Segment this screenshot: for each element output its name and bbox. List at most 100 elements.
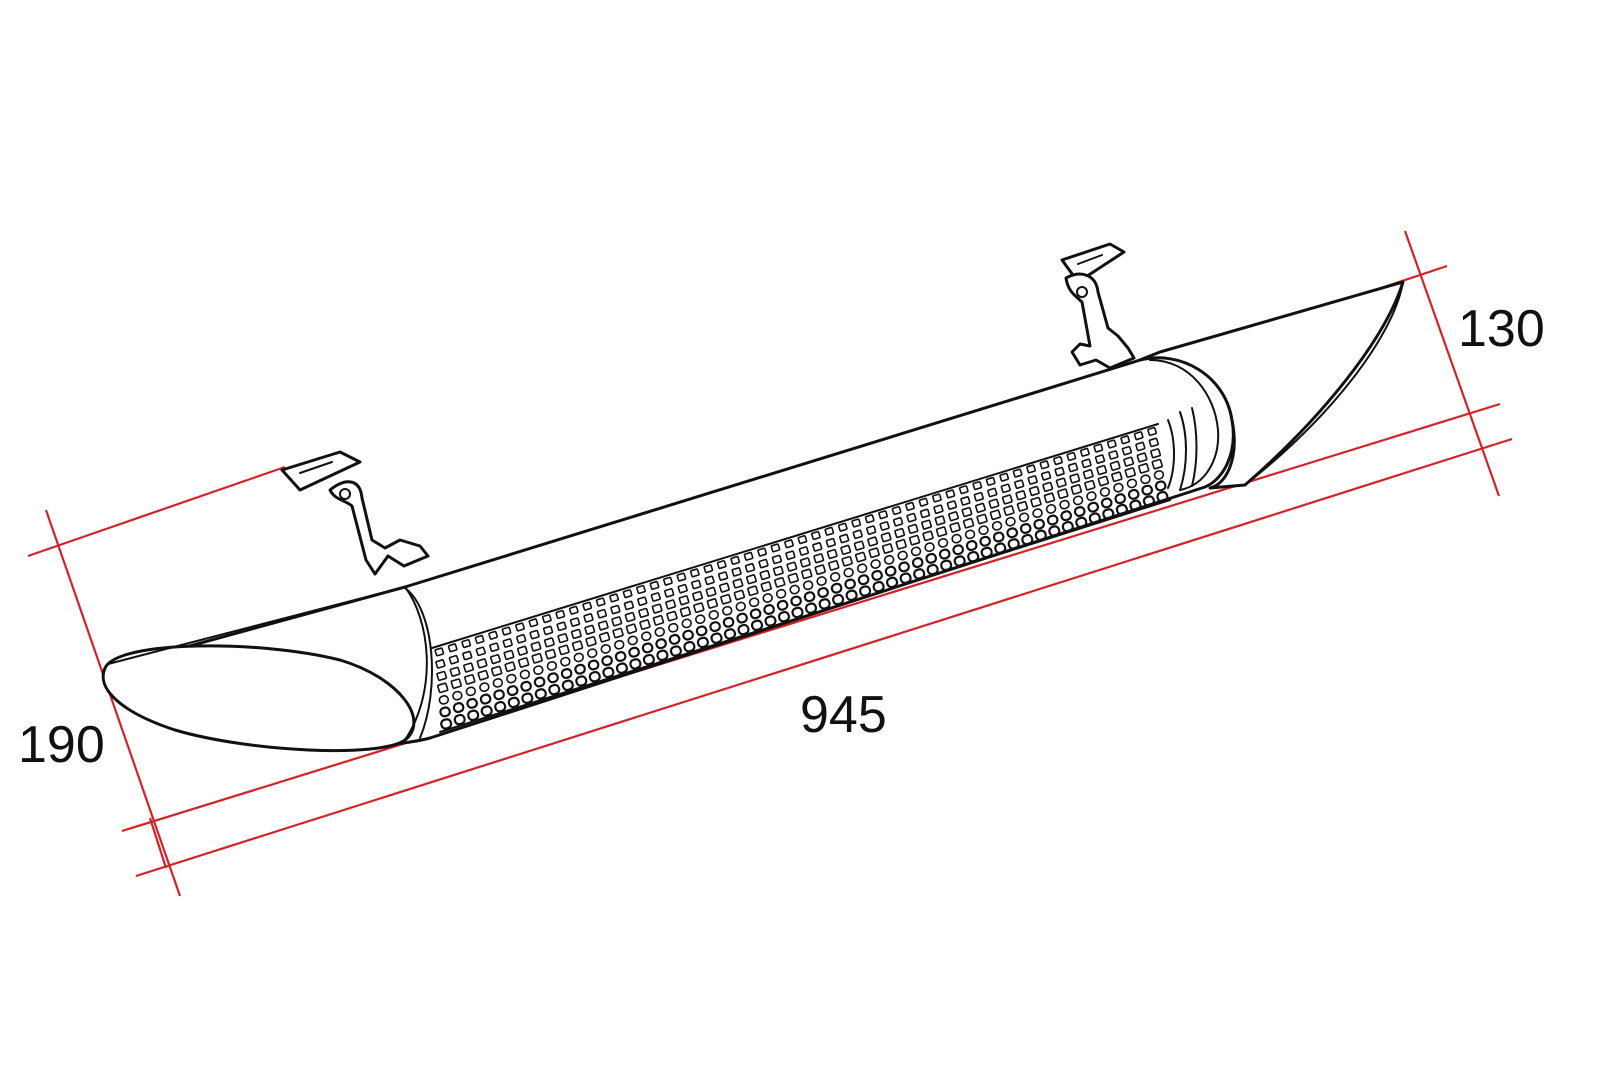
mesh-cell — [1150, 448, 1162, 459]
mesh-cell — [866, 525, 877, 535]
mesh-cell — [910, 546, 922, 557]
mesh-cell — [573, 652, 584, 663]
mesh-cell — [881, 543, 894, 554]
mesh-cell — [853, 540, 865, 551]
mesh-cell — [528, 618, 539, 628]
mesh-cell — [813, 553, 825, 564]
mesh-cell — [921, 519, 932, 530]
mesh-cell — [926, 563, 939, 576]
bracket-right — [1060, 242, 1136, 370]
mesh-cell — [868, 547, 880, 559]
mesh-cell — [1060, 510, 1073, 522]
mesh-cell — [962, 517, 975, 529]
mesh-cell — [925, 552, 938, 564]
mesh-cell — [964, 529, 976, 540]
mesh-cell — [569, 617, 581, 627]
mesh-cell — [547, 672, 559, 684]
right-element-coils — [1167, 407, 1198, 491]
length-left-extension — [148, 817, 168, 869]
mesh-cell — [600, 644, 611, 654]
mesh-cell — [641, 642, 654, 654]
mesh-cell — [639, 619, 651, 630]
mesh-cell — [1100, 497, 1113, 509]
mesh-cell — [906, 512, 917, 523]
mesh-cell — [940, 559, 953, 572]
mesh-cell — [1120, 435, 1131, 445]
mesh-cell — [546, 661, 558, 671]
mesh-cell — [774, 576, 786, 588]
bracket-right-arm — [1064, 272, 1136, 370]
mesh-cell — [872, 580, 885, 593]
mesh-cell — [490, 654, 501, 665]
mesh-cell — [1012, 468, 1023, 478]
mesh-cell — [447, 643, 458, 653]
length-label: 945 — [800, 686, 887, 744]
mesh-cell — [960, 496, 971, 506]
mesh-cell — [1114, 493, 1127, 505]
mesh-cell — [1015, 490, 1027, 501]
mesh-cell — [883, 554, 895, 565]
mesh-cell — [812, 542, 823, 552]
mesh-cell — [973, 491, 984, 502]
mesh-cell — [587, 659, 600, 671]
mesh-cell — [749, 608, 762, 620]
mesh-cell — [1048, 525, 1061, 537]
mesh-cell — [517, 657, 530, 668]
mesh-cell — [879, 521, 890, 531]
mesh-cell — [730, 555, 741, 565]
mesh-cell — [1003, 505, 1015, 516]
mesh-cell — [652, 614, 665, 626]
mesh-cell — [948, 511, 959, 522]
mesh-cell — [799, 557, 811, 568]
mesh-cell — [488, 630, 499, 640]
mesh-cell — [519, 669, 531, 680]
mesh-cell — [449, 666, 461, 677]
mesh-cell — [710, 632, 723, 644]
mesh-cell — [614, 650, 627, 662]
mesh-cell — [692, 590, 703, 602]
mesh-cell — [517, 645, 528, 656]
mesh-cell — [949, 522, 961, 533]
mesh-cell — [938, 548, 951, 560]
mesh-cell — [506, 685, 519, 697]
mesh-cell — [464, 674, 476, 685]
mesh-cell — [440, 718, 453, 730]
mesh-cell — [745, 574, 757, 585]
mesh-cell — [560, 668, 573, 679]
mesh-cell — [1069, 473, 1081, 484]
mesh-cell — [689, 568, 700, 578]
mesh-cell — [801, 568, 813, 580]
mesh-cell — [637, 596, 648, 607]
mesh-cell — [1053, 456, 1063, 466]
mesh-cell — [840, 544, 852, 555]
mesh-cell — [1094, 454, 1106, 464]
mesh-cell — [832, 593, 845, 606]
mesh-cell — [624, 611, 636, 623]
mesh-cell — [978, 525, 989, 536]
mesh-cell — [543, 637, 555, 648]
mesh-cell — [718, 582, 730, 593]
mesh-cell — [918, 497, 929, 507]
mesh-cell — [1115, 503, 1128, 516]
mesh-cell — [696, 636, 709, 649]
mesh-cell — [965, 540, 978, 552]
mesh-cell — [1043, 492, 1056, 504]
mesh-cell — [595, 597, 606, 607]
mesh-cell — [1026, 464, 1037, 474]
mesh-cell — [669, 645, 682, 657]
mesh-cell — [493, 689, 505, 701]
mesh-cell — [816, 576, 827, 586]
mesh-cell — [1113, 482, 1124, 493]
mesh-cell — [758, 558, 769, 569]
mesh-cell — [662, 576, 673, 586]
mesh-cell — [708, 610, 719, 620]
mesh-cell — [705, 586, 717, 597]
mesh-cell — [922, 530, 934, 542]
mesh-cell — [629, 658, 642, 670]
mesh-cell — [854, 551, 867, 563]
mesh-cell — [723, 628, 737, 640]
mesh-cell — [1021, 533, 1034, 546]
mesh-cell — [677, 583, 688, 594]
mesh-cell — [892, 516, 904, 527]
mesh-cell — [1019, 523, 1032, 534]
